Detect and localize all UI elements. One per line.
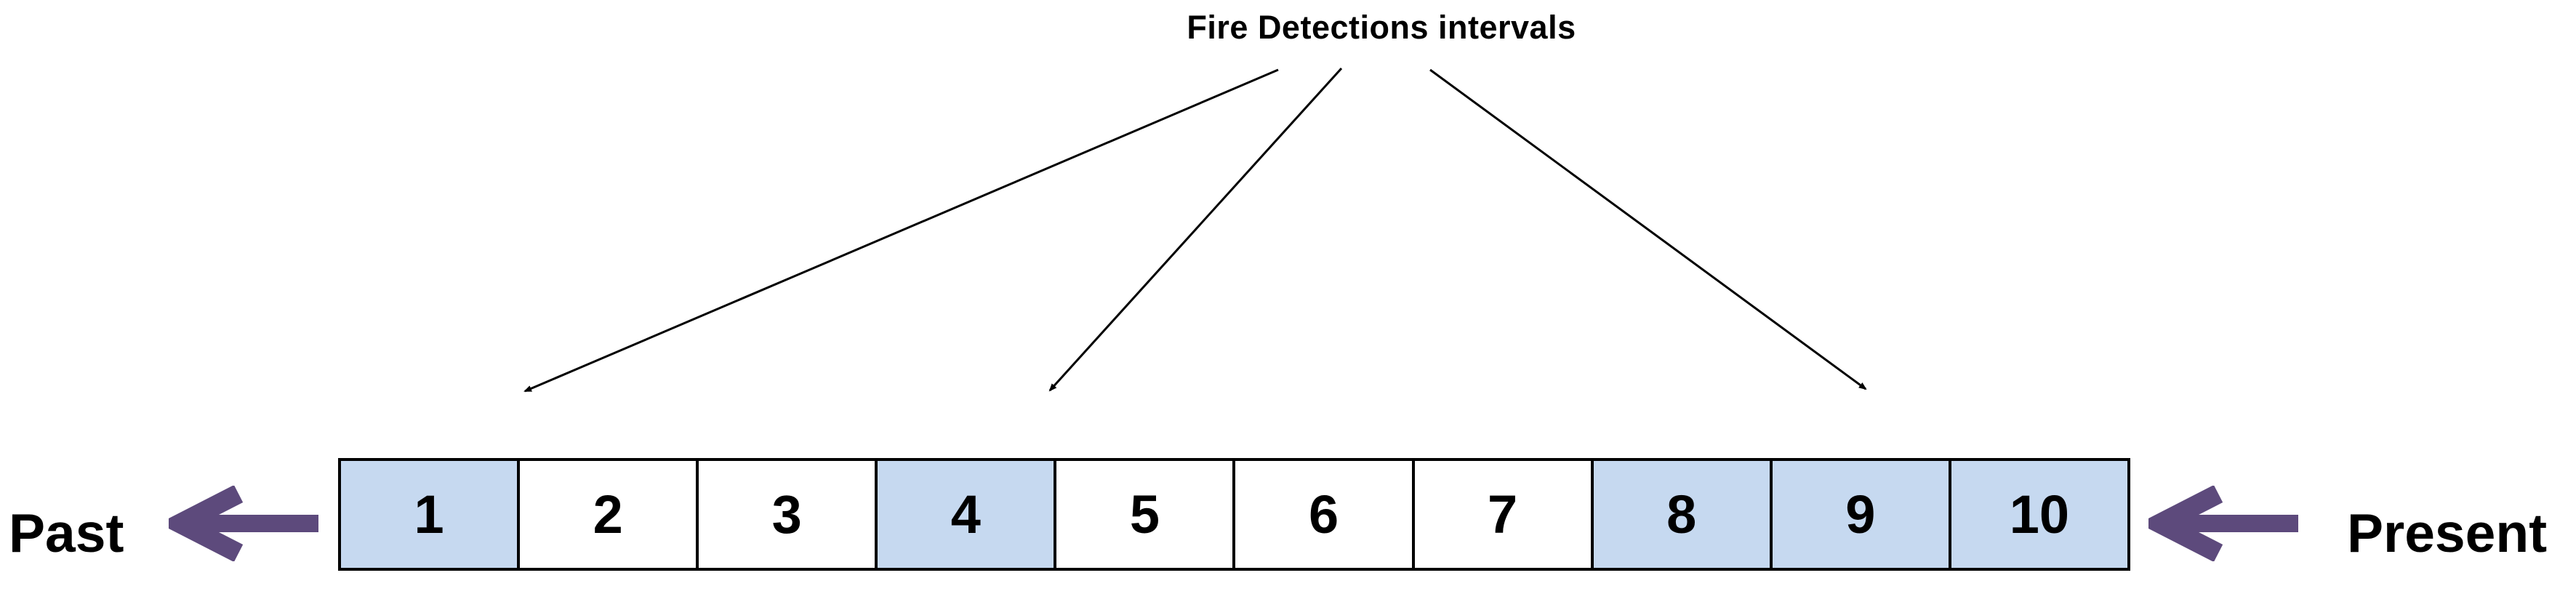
annotation-arrow-middle xyxy=(1048,67,1343,392)
past-left-arrow-icon xyxy=(169,486,318,561)
timeline-cell-1: 1 xyxy=(341,461,521,568)
present-label: Present xyxy=(2347,502,2548,563)
timeline-cell-3: 3 xyxy=(699,461,878,568)
annotation-arrow-left xyxy=(523,68,1279,393)
timeline-cell-4: 4 xyxy=(878,461,1057,568)
timeline-cell-10: 10 xyxy=(1951,461,2127,568)
timeline-cell-5: 5 xyxy=(1056,461,1236,568)
cell-label: 5 xyxy=(1129,483,1160,545)
cell-label: 3 xyxy=(771,483,802,545)
cell-label: 9 xyxy=(1845,483,1876,545)
page-title: Fire Detections intervals xyxy=(1187,9,1576,46)
timeline-cell-2: 2 xyxy=(520,461,699,568)
cell-label: 2 xyxy=(593,483,623,545)
timeline-cell-8: 8 xyxy=(1593,461,1773,568)
cell-label: 10 xyxy=(2009,483,2070,545)
timeline-cell-6: 6 xyxy=(1235,461,1415,568)
cell-label: 6 xyxy=(1308,483,1339,545)
cell-label: 4 xyxy=(950,483,981,545)
cell-label: 7 xyxy=(1488,483,1518,545)
present-left-arrow-icon xyxy=(2148,486,2298,561)
past-label: Past xyxy=(9,502,124,563)
annotation-arrow-right xyxy=(1429,68,1867,390)
cell-label: 8 xyxy=(1666,483,1697,545)
interval-timeline: 1 2 3 4 5 6 7 8 9 10 xyxy=(338,458,2130,571)
cell-label: 1 xyxy=(414,483,444,545)
timeline-cell-9: 9 xyxy=(1772,461,1951,568)
timeline-cell-7: 7 xyxy=(1414,461,1594,568)
